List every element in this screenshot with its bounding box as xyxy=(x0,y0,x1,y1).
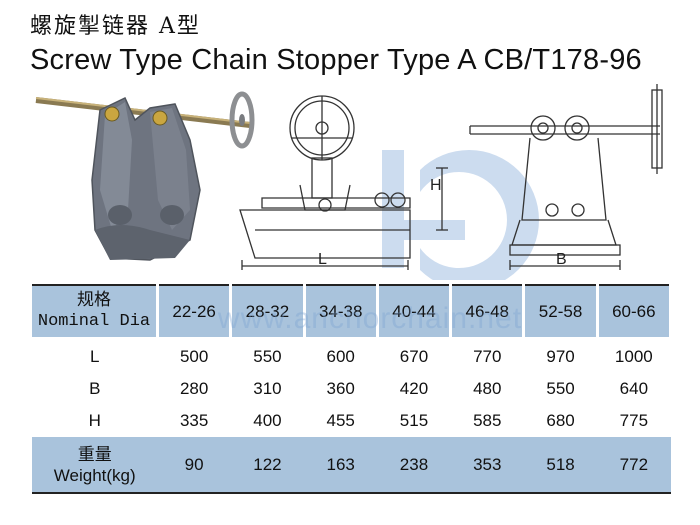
watermark-logo xyxy=(382,150,539,280)
size-header: 22-26 xyxy=(155,285,233,337)
weight-cell: 772 xyxy=(619,454,649,474)
weight-label-cn: 重量 xyxy=(77,444,112,464)
dimension-B-label: B xyxy=(556,251,567,268)
table-cell: 310 xyxy=(253,379,282,398)
title-chinese: 螺旋掣链器 A型 xyxy=(30,14,201,39)
table-cell: 480 xyxy=(473,379,502,398)
header-label-cn: 规格 xyxy=(77,291,111,311)
table-cell: 280 xyxy=(179,379,209,398)
weight-cell: 238 xyxy=(399,454,429,474)
size-header: 60-66 xyxy=(595,285,673,337)
weight-cell: 163 xyxy=(326,454,355,474)
table-row: L 500 550 600 670 770 970 1000 xyxy=(32,337,671,373)
table-cell: 1000 xyxy=(614,347,653,366)
table-cell: 775 xyxy=(619,411,649,430)
table-cell: 455 xyxy=(326,411,355,430)
header-label-en: Nominal Dia xyxy=(37,311,151,331)
row-label: L xyxy=(90,347,100,366)
title-english: Screw Type Chain Stopper Type A CB/T178-… xyxy=(30,44,642,76)
table-cell: 550 xyxy=(546,379,575,398)
size-header: 34-38 xyxy=(302,285,379,337)
size-header: 46-48 xyxy=(449,285,526,337)
weight-label-en: Weight(kg) xyxy=(53,465,136,485)
weight-row: 重量 Weight(kg) 90 122 163 238 353 518 772 xyxy=(32,437,671,493)
weight-cell: 122 xyxy=(253,454,282,474)
table-cell: 585 xyxy=(473,411,502,430)
product-photo xyxy=(35,91,255,261)
table-cell: 680 xyxy=(546,411,575,430)
table-cell: 970 xyxy=(546,347,575,366)
dimension-L-label: L xyxy=(318,251,327,268)
row-label: B xyxy=(89,379,101,398)
table-row: H 335 400 455 515 585 680 775 xyxy=(32,405,671,437)
table-cell: 420 xyxy=(399,379,429,398)
product-figure: L H B xyxy=(35,84,663,280)
front-view-drawing xyxy=(239,95,448,270)
table-header-row: 规格 Nominal Dia 22-26 28-32 34-38 40-44 4… xyxy=(32,285,673,337)
table-cell: 550 xyxy=(253,347,282,366)
table-cell: 335 xyxy=(179,411,209,430)
dimension-H-label: H xyxy=(430,177,442,194)
table-cell: 500 xyxy=(179,347,209,366)
weight-cell: 353 xyxy=(473,454,502,474)
table-cell: 640 xyxy=(619,379,649,398)
side-view-drawing xyxy=(469,84,663,270)
table-cell: 360 xyxy=(326,379,355,398)
weight-cell: 90 xyxy=(184,454,204,474)
size-header: 52-58 xyxy=(522,285,599,337)
weight-label: 重量 Weight(kg) xyxy=(32,437,158,493)
nominal-dia-header: 规格 Nominal Dia xyxy=(32,285,159,337)
weight-cell: 518 xyxy=(546,454,575,474)
table-cell: 515 xyxy=(399,411,429,430)
table-row: B 280 310 360 420 480 550 640 xyxy=(32,373,671,405)
size-header: 40-44 xyxy=(375,285,453,337)
table-cell: 770 xyxy=(473,347,502,366)
size-header: 28-32 xyxy=(229,285,306,337)
table-cell: 400 xyxy=(253,411,282,430)
table-cell: 670 xyxy=(399,347,429,366)
table-cell: 600 xyxy=(326,347,355,366)
specification-table: 规格 Nominal Dia 22-26 28-32 34-38 40-44 4… xyxy=(32,284,673,494)
row-label: H xyxy=(88,411,101,430)
